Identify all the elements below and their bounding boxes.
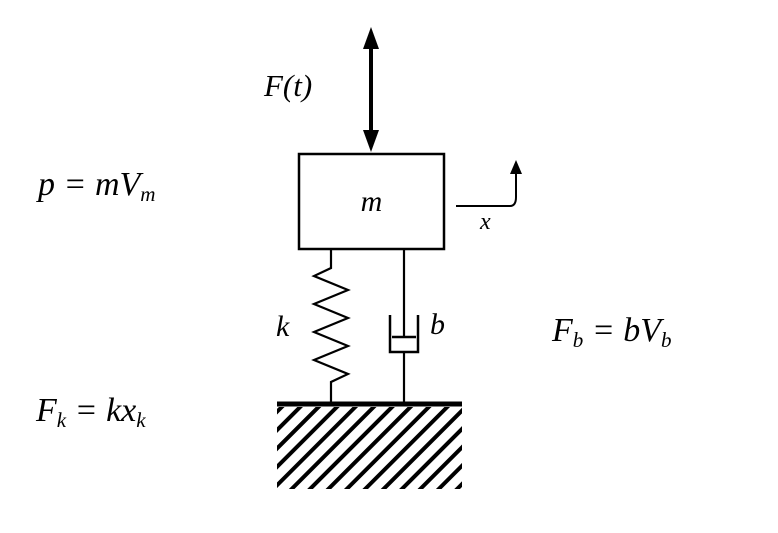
- damper-force-rhs-sub: b: [661, 327, 672, 352]
- damper-force-equation: Fb = bVb: [552, 314, 672, 351]
- damper-label: b: [430, 308, 445, 341]
- momentum-equation-main: p = mV: [38, 166, 141, 203]
- damper-force-symbol-sub: b: [572, 327, 584, 352]
- ground-hatch: [277, 407, 462, 489]
- x-axis-arrow-shaft: [509, 170, 517, 207]
- displacement-label: x: [480, 209, 491, 235]
- damper-force-rhs: = bV: [583, 312, 662, 349]
- spring-label: k: [276, 310, 290, 343]
- force-arrowhead-bottom: [363, 130, 379, 152]
- spring-force-equation: Fk = kxk: [36, 394, 146, 431]
- spring-zigzag: [311, 249, 351, 403]
- x-axis-arrowhead: [510, 160, 522, 174]
- spring-force-symbol: F: [36, 392, 57, 429]
- momentum-equation-sub: m: [140, 181, 156, 206]
- applied-force-label: F(t): [264, 68, 313, 103]
- spring-force-rhs-sub: k: [136, 407, 146, 432]
- force-arrowhead-top: [363, 27, 379, 49]
- damper-force-symbol: F: [552, 312, 573, 349]
- mass-rect: [297, 152, 446, 251]
- spring-force-rhs: = kx: [66, 392, 137, 429]
- mass-label: m: [360, 184, 383, 218]
- spring-force-symbol-sub: k: [56, 407, 67, 432]
- momentum-equation: p = mVm: [38, 168, 156, 205]
